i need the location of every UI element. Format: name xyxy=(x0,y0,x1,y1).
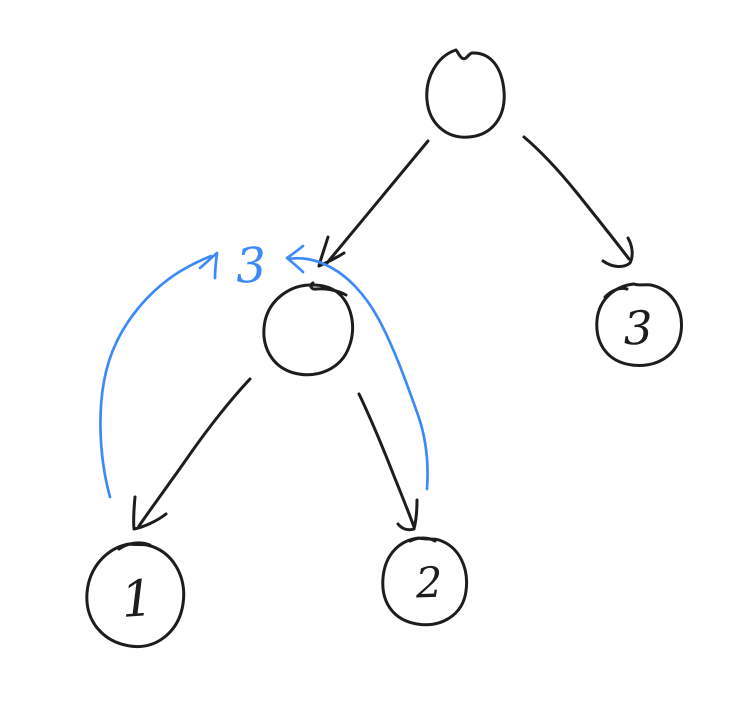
edge-left-to-leaf2-arrow xyxy=(357,392,419,532)
annotation-label-3: 3 xyxy=(234,237,267,295)
black-ink-group xyxy=(85,48,683,649)
node-right-child-circle xyxy=(595,282,683,367)
node-leaf1-label: 1 xyxy=(119,569,155,629)
edge-root-to-right-arrow xyxy=(522,135,634,268)
edge-root-to-left-arrow xyxy=(317,139,430,268)
node-right-child-label: 3 xyxy=(622,301,653,356)
blue-annotation-group: 3 xyxy=(99,237,429,499)
node-leaf1-circle xyxy=(85,541,186,649)
node-leaf2-circle xyxy=(381,536,469,627)
edge-left-to-leaf1-arrow xyxy=(132,377,252,531)
node-left-child-circle xyxy=(262,281,355,377)
annotation-arrow-from-leaf2 xyxy=(285,244,429,491)
annotation-arrow-from-leaf1 xyxy=(99,251,219,499)
node-leaf2-label: 2 xyxy=(414,558,443,608)
node-root-circle xyxy=(425,48,506,139)
